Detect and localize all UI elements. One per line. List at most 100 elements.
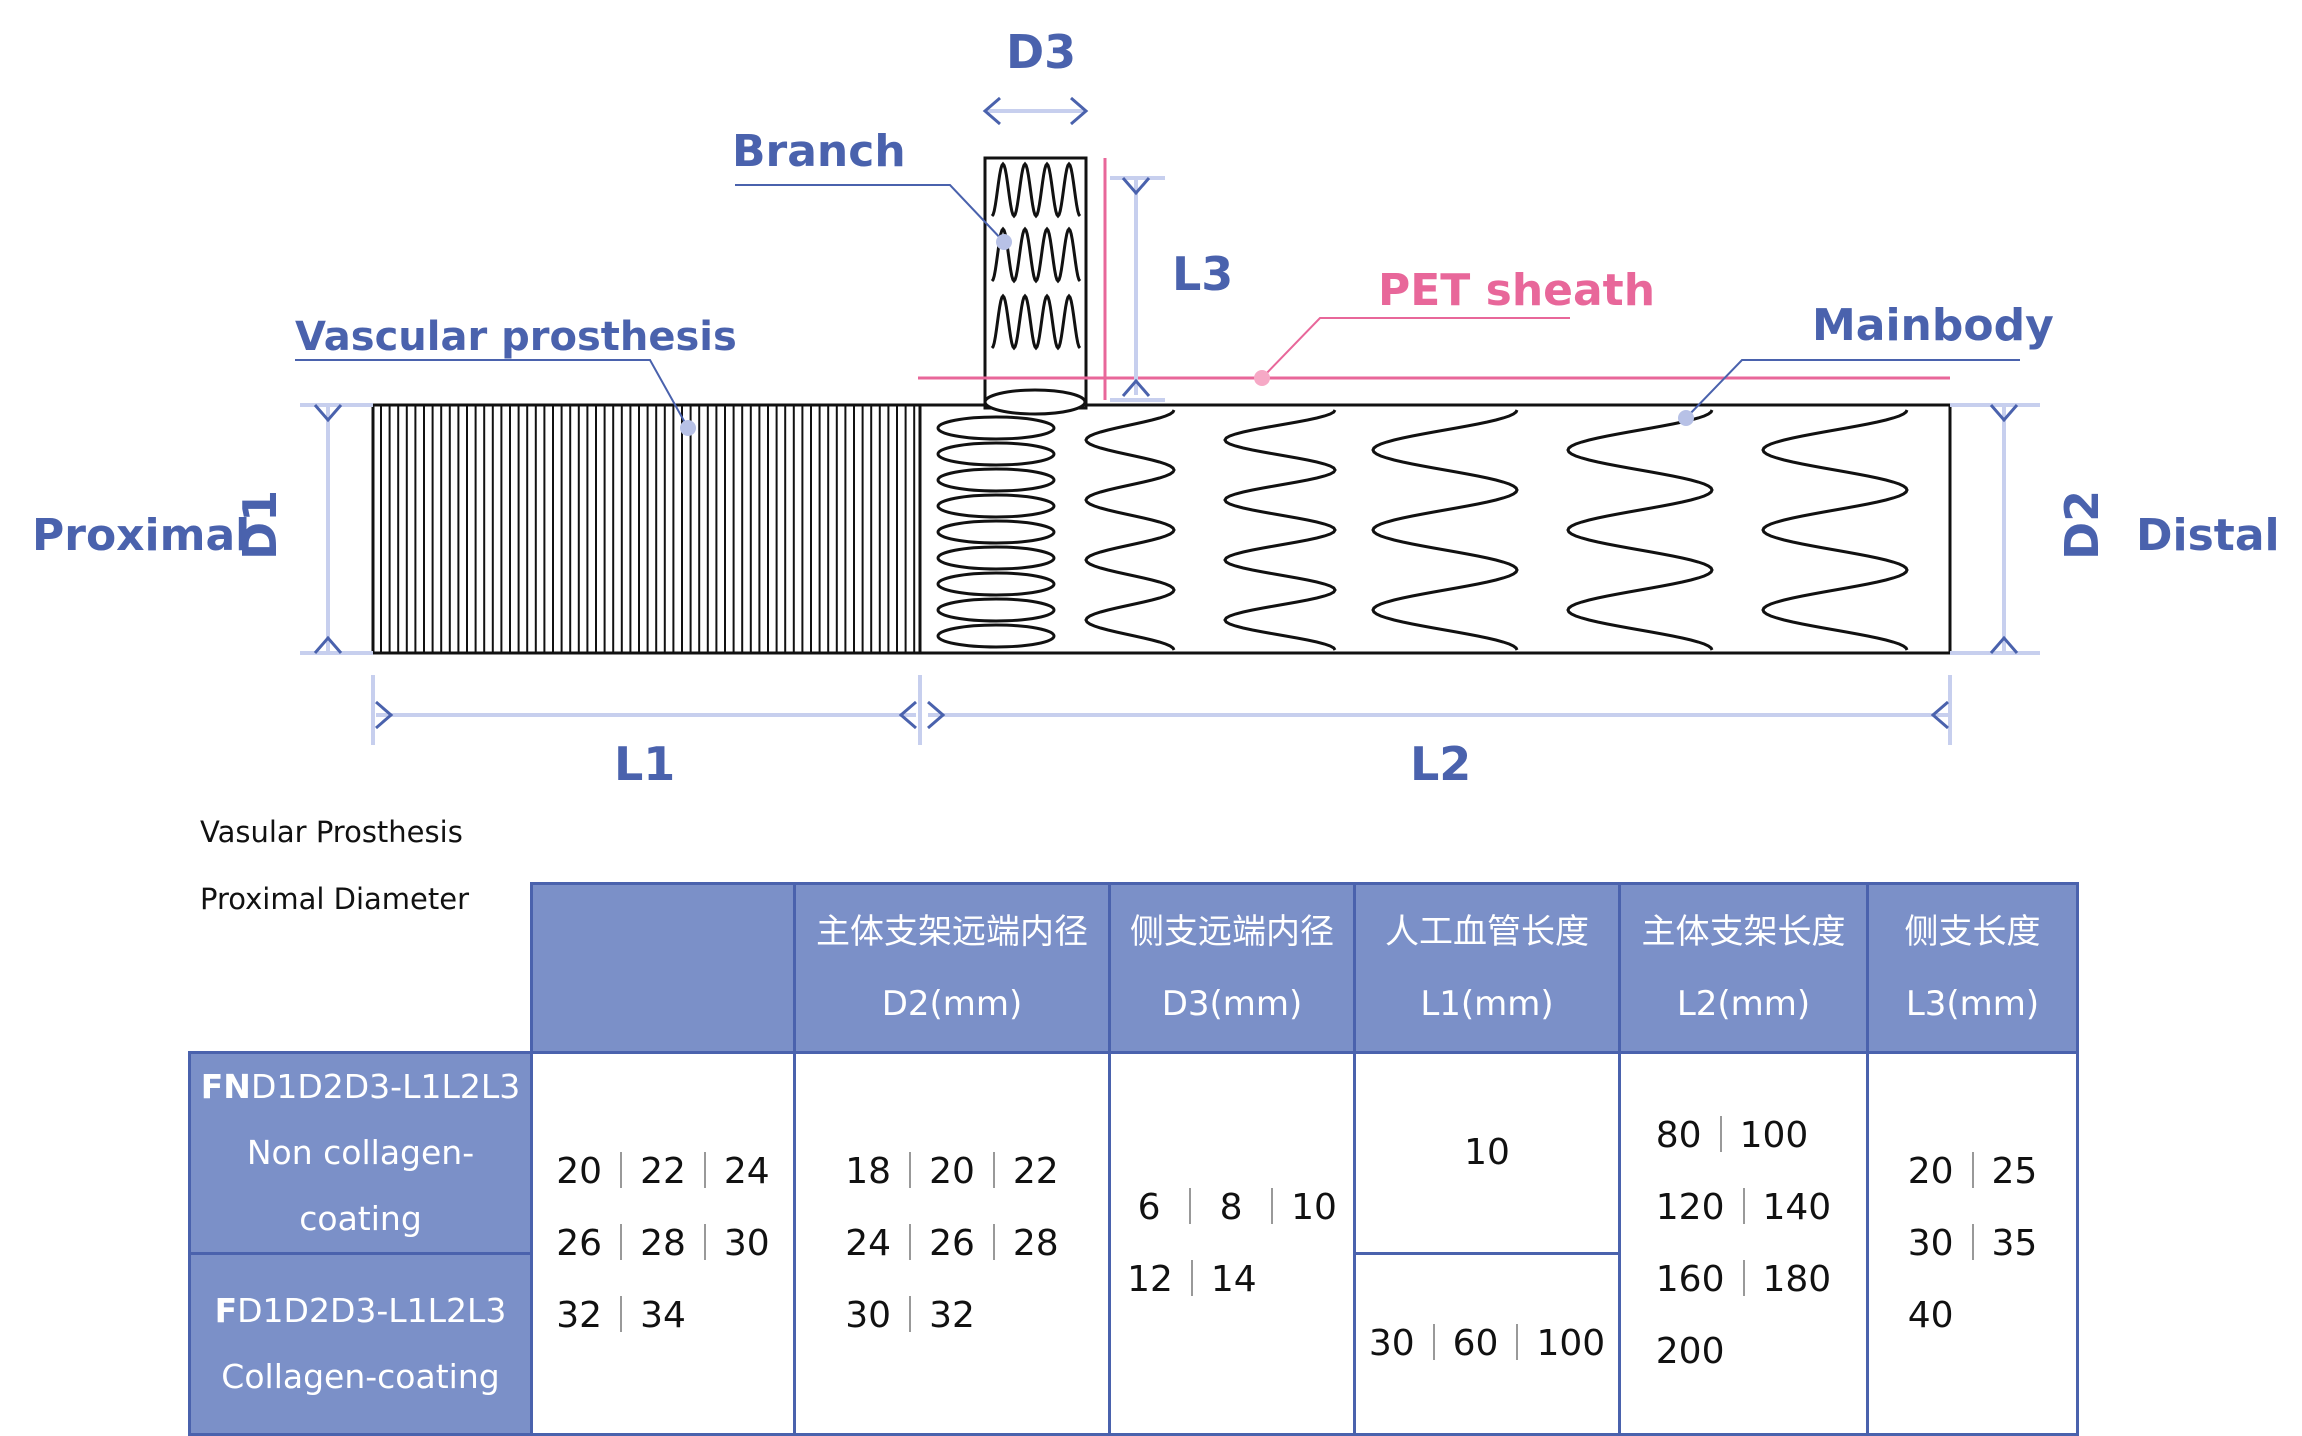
pet-sheath-dot (1254, 370, 1270, 386)
l3-label: L3 (1172, 247, 1233, 301)
value-separator (1190, 1259, 1193, 1296)
value-line: 32 34 (556, 1280, 769, 1352)
value-separator (909, 1295, 912, 1332)
value-separator (620, 1295, 623, 1332)
mainbody-stent-wave (1566, 409, 1714, 651)
value-separator (1271, 1187, 1274, 1224)
value-separator (1742, 1259, 1745, 1296)
branch-label: Branch (732, 126, 906, 177)
value-separator (1719, 1115, 1722, 1152)
branch-outline (983, 156, 1088, 410)
value-number: 12 (1127, 1258, 1173, 1300)
value-number: 40 (1907, 1294, 1954, 1336)
value-number: 100 (1739, 1114, 1809, 1156)
value-separator (703, 1223, 706, 1260)
mainbody-stent-wave (1371, 409, 1519, 651)
branch-stent-wave (990, 161, 1082, 219)
vascular-prosthesis-pleats (380, 405, 916, 653)
value-number: 32 (556, 1294, 603, 1336)
junction-ring (936, 441, 1056, 467)
value-number: 200 (1655, 1330, 1725, 1372)
mainbody-stent-waves (1084, 409, 1909, 651)
junction-ring (936, 623, 1056, 649)
value-separator (992, 1223, 995, 1260)
value-number: 26 (929, 1222, 975, 1264)
value-number: 34 (640, 1294, 686, 1336)
mainbody-stent-wave (1223, 409, 1337, 651)
header-d1 (530, 882, 796, 1054)
junction-ring (936, 519, 1056, 545)
value-number: 10 (1464, 1132, 1510, 1173)
value-separator (909, 1223, 912, 1260)
value-number: 26 (556, 1222, 603, 1264)
value-separator (1189, 1187, 1192, 1224)
value-number: 28 (640, 1222, 686, 1264)
value-number: 22 (640, 1150, 686, 1192)
value-number: 120 (1655, 1186, 1725, 1228)
junction-ring (936, 597, 1056, 623)
l1-label: L1 (614, 737, 675, 791)
value-number: 180 (1762, 1258, 1832, 1300)
value-number: 8 (1219, 1186, 1243, 1228)
junction-ring (936, 493, 1056, 519)
junction-stent-rings (936, 415, 1056, 649)
value-separator (620, 1223, 623, 1260)
note-proximal-diameter: Proximal Diameter (200, 882, 470, 916)
main-body-outline (371, 403, 1952, 655)
value-separator (1971, 1223, 1974, 1260)
l1-values-row1: 10 (1353, 1051, 1621, 1255)
value-line: 10 (1464, 1117, 1510, 1189)
pet-sheath-label: PET sheath (1378, 265, 1655, 316)
value-number: 32 (929, 1294, 975, 1336)
value-separator (620, 1151, 623, 1188)
value-number: 24 (723, 1150, 770, 1192)
junction-ring (936, 545, 1056, 571)
value-number: 28 (1012, 1222, 1059, 1264)
d3-label: D3 (1006, 25, 1076, 79)
junction-ring (936, 415, 1056, 441)
value-number: 100 (1536, 1323, 1606, 1364)
value-separator (1742, 1187, 1745, 1224)
value-separator (703, 1151, 706, 1188)
d1-label: D1 (233, 490, 287, 560)
l2-label: L2 (1410, 737, 1471, 791)
mainbody-label: Mainbody (1812, 300, 2054, 351)
value-number: 30 (1368, 1323, 1415, 1364)
value-number: 140 (1762, 1186, 1832, 1228)
d2-label: D2 (2055, 490, 2109, 560)
branch-dot (996, 234, 1012, 250)
value-number: 14 (1210, 1258, 1257, 1300)
value-line: 12 14 (1127, 1244, 1337, 1316)
stent-graft-diagram: PET sheath D3 Br (32, 25, 2280, 791)
mainbody-leader (1685, 359, 2020, 419)
value-line: 200 (1656, 1316, 1831, 1388)
note-vascular-prosthesis: Vasular Prosthesis (200, 815, 463, 849)
value-number: 30 (845, 1294, 892, 1336)
junction-ring (936, 467, 1056, 493)
value-line: 120 140 (1656, 1172, 1831, 1244)
dimension-arrows (313, 96, 2019, 730)
value-number: 22 (1012, 1150, 1059, 1192)
distal-label: Distal (2136, 510, 2280, 561)
value-number: 18 (845, 1150, 892, 1192)
